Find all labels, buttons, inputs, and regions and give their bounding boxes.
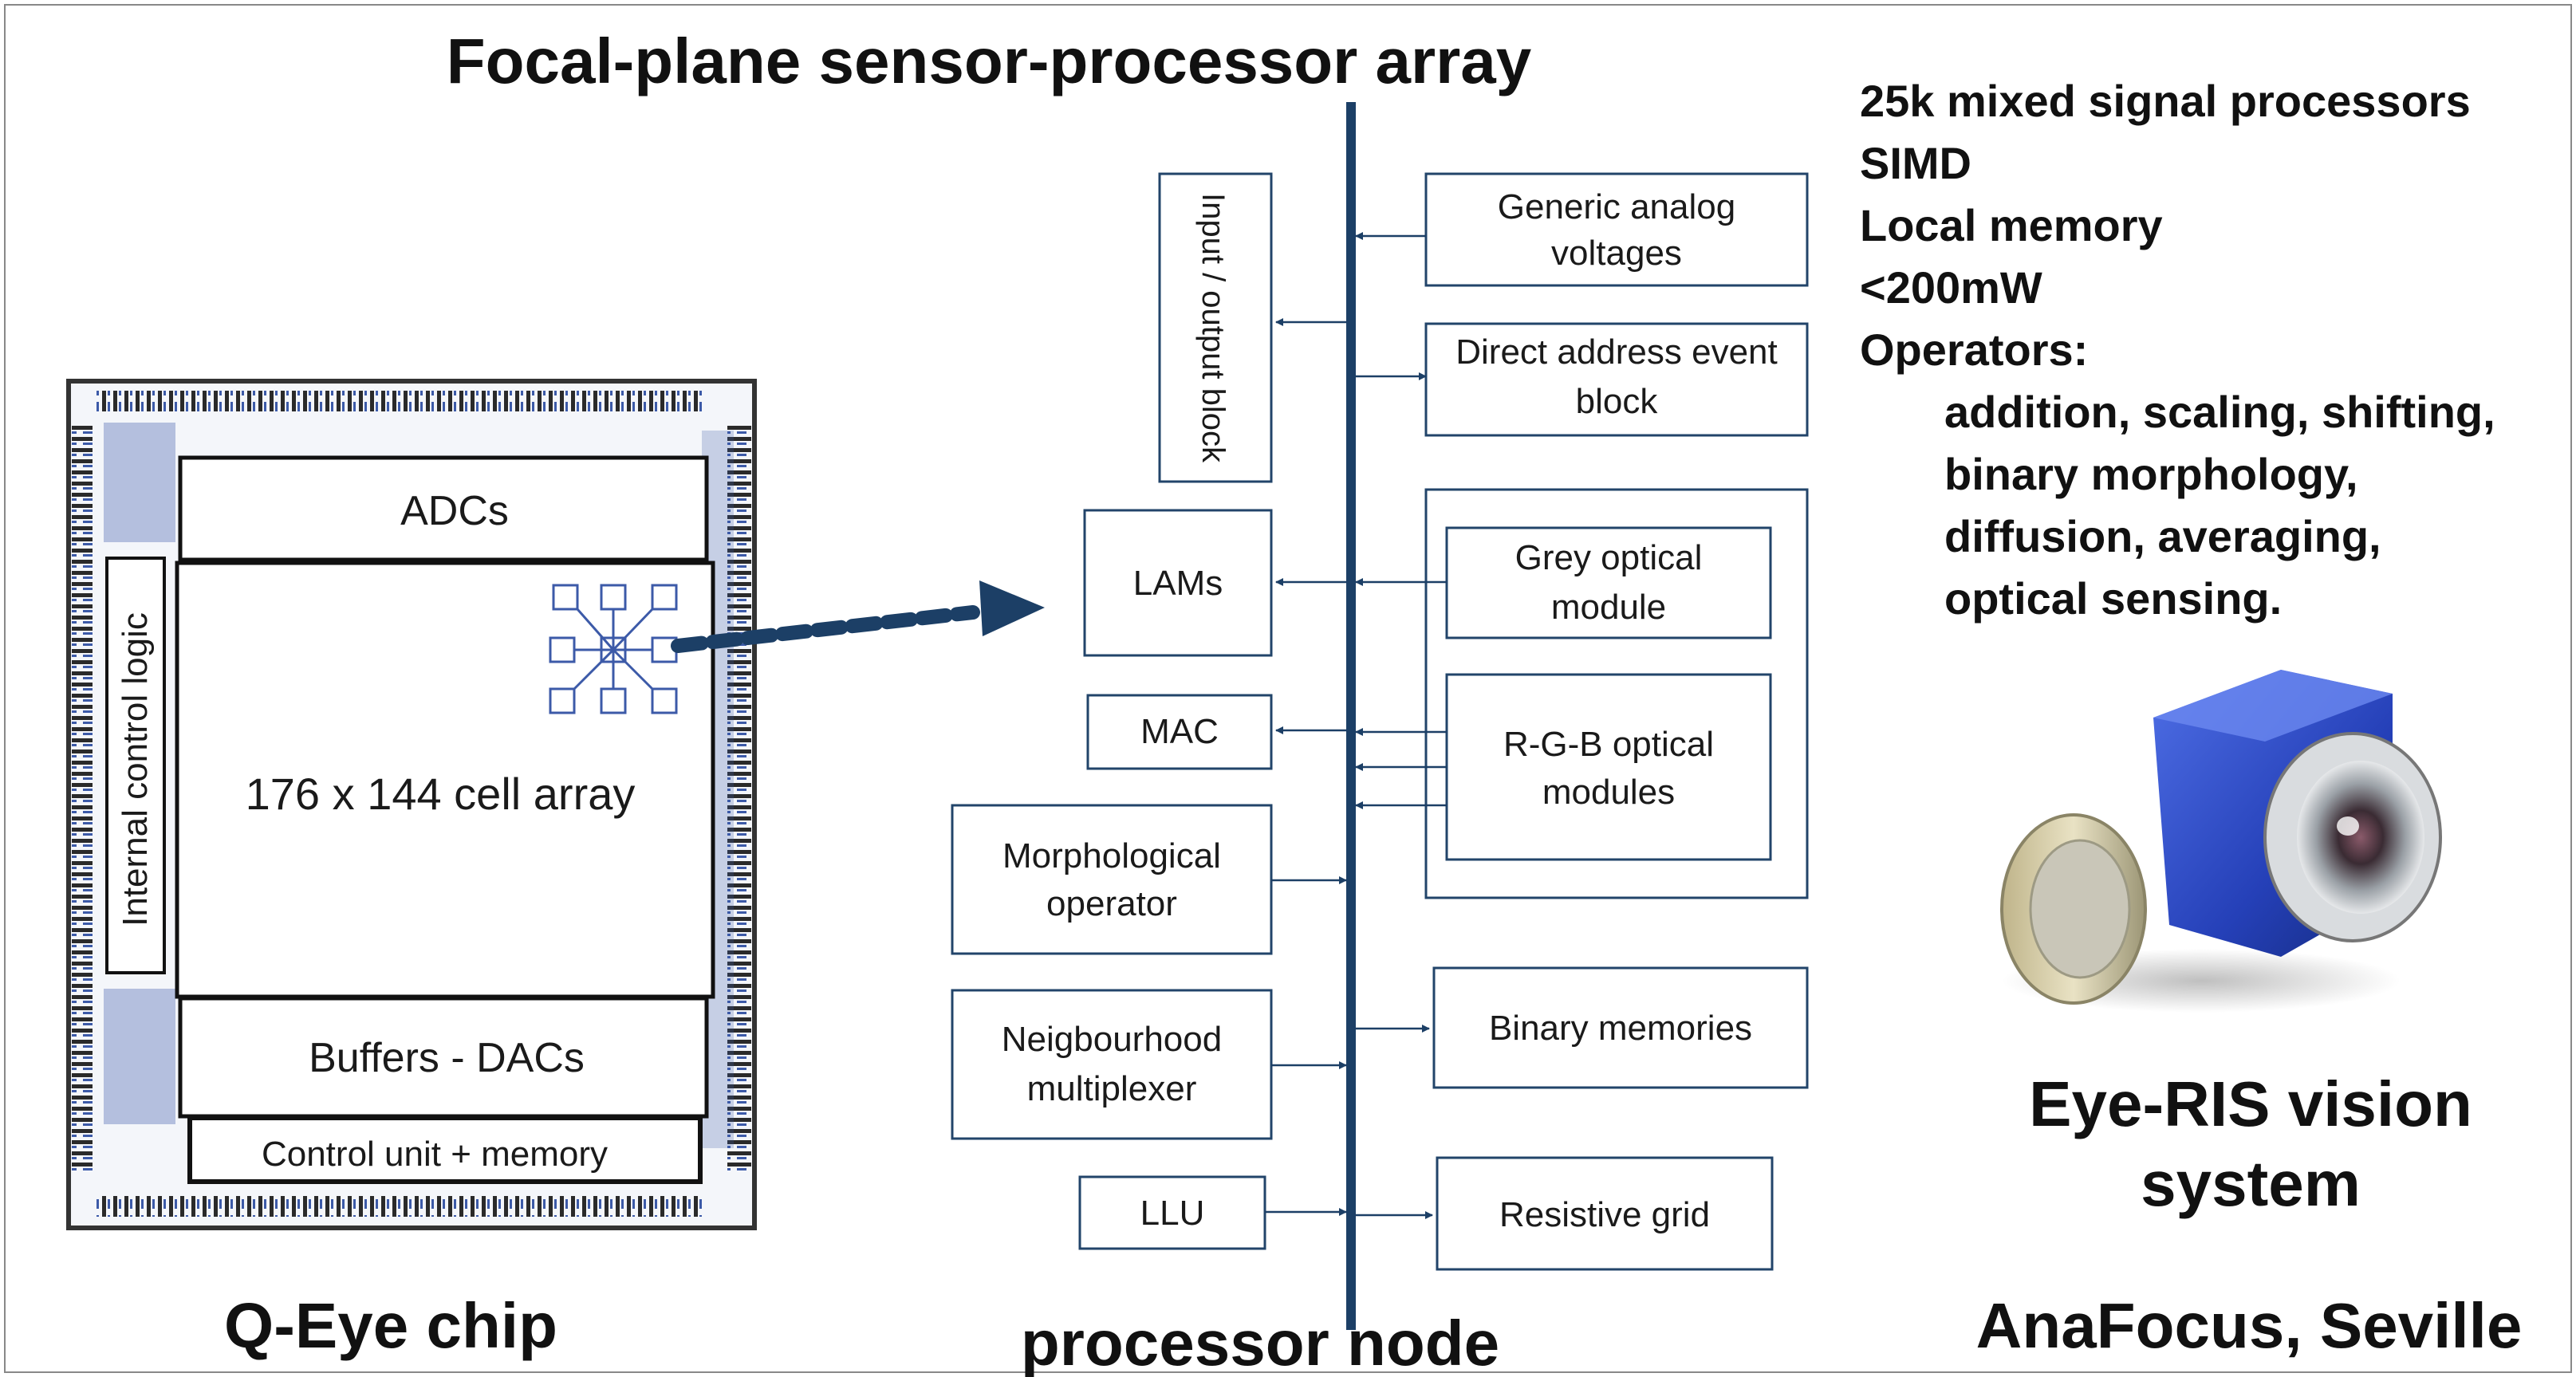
buffers-block xyxy=(178,996,709,1119)
chip-circuitry xyxy=(104,989,175,1124)
io-block xyxy=(1158,172,1273,483)
rgb-label-line1: R-G-B optical xyxy=(1503,725,1714,764)
processor-grid-icon xyxy=(549,584,678,714)
control-unit-label: Control unit + memory xyxy=(262,1135,608,1174)
neigh-label-line2: multiplexer xyxy=(1027,1069,1197,1108)
chip-circuitry xyxy=(104,423,175,542)
node-labels: Input / output block LAMs MAC Morphologi… xyxy=(1002,187,1778,1234)
connectors xyxy=(1265,232,1447,1219)
llu-block xyxy=(1078,1175,1266,1250)
operator-line: binary morphology, xyxy=(1944,449,2358,499)
analog-block xyxy=(1424,172,1809,287)
buffers-label: Buffers - DACs xyxy=(309,1035,585,1081)
chip-pins-left xyxy=(72,423,93,1172)
lams-block xyxy=(1083,509,1273,657)
binary-label: Binary memories xyxy=(1489,1009,1752,1048)
adcs-block xyxy=(178,455,709,562)
spec-line: <200mW xyxy=(1860,262,2042,313)
chip-pins-bottom xyxy=(96,1196,702,1217)
control-unit-block xyxy=(187,1115,703,1184)
eye-ris-camera-photo xyxy=(1983,662,2442,1029)
morph-block xyxy=(951,804,1273,955)
zoom-pointer-arrowhead xyxy=(979,580,1045,636)
internal-logic-label: Internal control logic xyxy=(116,612,155,927)
lams-label: LAMs xyxy=(1133,564,1223,603)
analog-label-line1: Generic analog xyxy=(1498,187,1735,226)
outer-frame xyxy=(4,4,2572,1373)
grey-label-line1: Grey optical xyxy=(1515,538,1703,577)
mac-label: MAC xyxy=(1140,712,1219,751)
q-eye-chip: ADCs Internal control logic 176 x 144 ce… xyxy=(66,379,757,1230)
operator-line: diffusion, averaging, xyxy=(1944,511,2381,561)
operator-line: addition, scaling, shifting, xyxy=(1944,387,2495,437)
grey-block xyxy=(1445,526,1772,639)
neigh-label-line1: Neigbourhood xyxy=(1002,1020,1222,1059)
spec-line: SIMD xyxy=(1860,138,1971,188)
grey-label-line2: module xyxy=(1551,588,1666,627)
mac-block xyxy=(1086,694,1273,770)
rgb-block xyxy=(1445,673,1772,861)
camera-caption-line1: Eye-RIS vision xyxy=(2029,1068,2472,1139)
rgb-label-line2: modules xyxy=(1542,773,1675,812)
maker-caption: AnaFocus, Seville xyxy=(1976,1290,2523,1361)
neigh-block xyxy=(951,989,1273,1140)
operator-line: optical sensing. xyxy=(1944,573,2282,624)
zoom-pointer-line xyxy=(671,605,980,653)
chip-caption: Q-Eye chip xyxy=(224,1290,557,1361)
processor-node xyxy=(951,102,1809,1330)
chip-pins-top xyxy=(96,391,702,411)
spec-line: Local memory xyxy=(1860,200,2163,250)
adcs-label: ADCs xyxy=(400,488,509,534)
chip-pins-right xyxy=(727,423,751,1172)
analog-label-line2: voltages xyxy=(1551,234,1682,273)
coin-center xyxy=(2029,839,2131,979)
morph-label-line2: operator xyxy=(1046,884,1177,923)
resistive-label: Resistive grid xyxy=(1499,1195,1710,1234)
dae-label-line1: Direct address event xyxy=(1455,332,1778,372)
morph-label-line1: Morphological xyxy=(1002,836,1221,875)
lens-reflection xyxy=(2337,816,2359,836)
camera-caption-line2: system xyxy=(2141,1148,2361,1219)
llu-label: LLU xyxy=(1140,1194,1205,1233)
resistive-block xyxy=(1436,1156,1774,1271)
spec-line: Operators: xyxy=(1860,325,2088,375)
spec-line: 25k mixed signal processors xyxy=(1860,76,2471,126)
node-caption: processor node xyxy=(1021,1308,1499,1377)
internal-logic-block xyxy=(105,557,166,974)
spec-list: 25k mixed signal processors SIMD Local m… xyxy=(1860,76,2495,624)
dae-label-line2: block xyxy=(1576,382,1659,421)
page-title: Focal-plane sensor-processor array xyxy=(447,26,1532,96)
cell-array-label: 176 x 144 cell array xyxy=(246,769,636,819)
io-label-line1: Input / output block xyxy=(1195,193,1231,463)
binary-block xyxy=(1432,966,1809,1089)
camera-top xyxy=(2153,670,2393,742)
lens-glass xyxy=(2297,761,2424,914)
